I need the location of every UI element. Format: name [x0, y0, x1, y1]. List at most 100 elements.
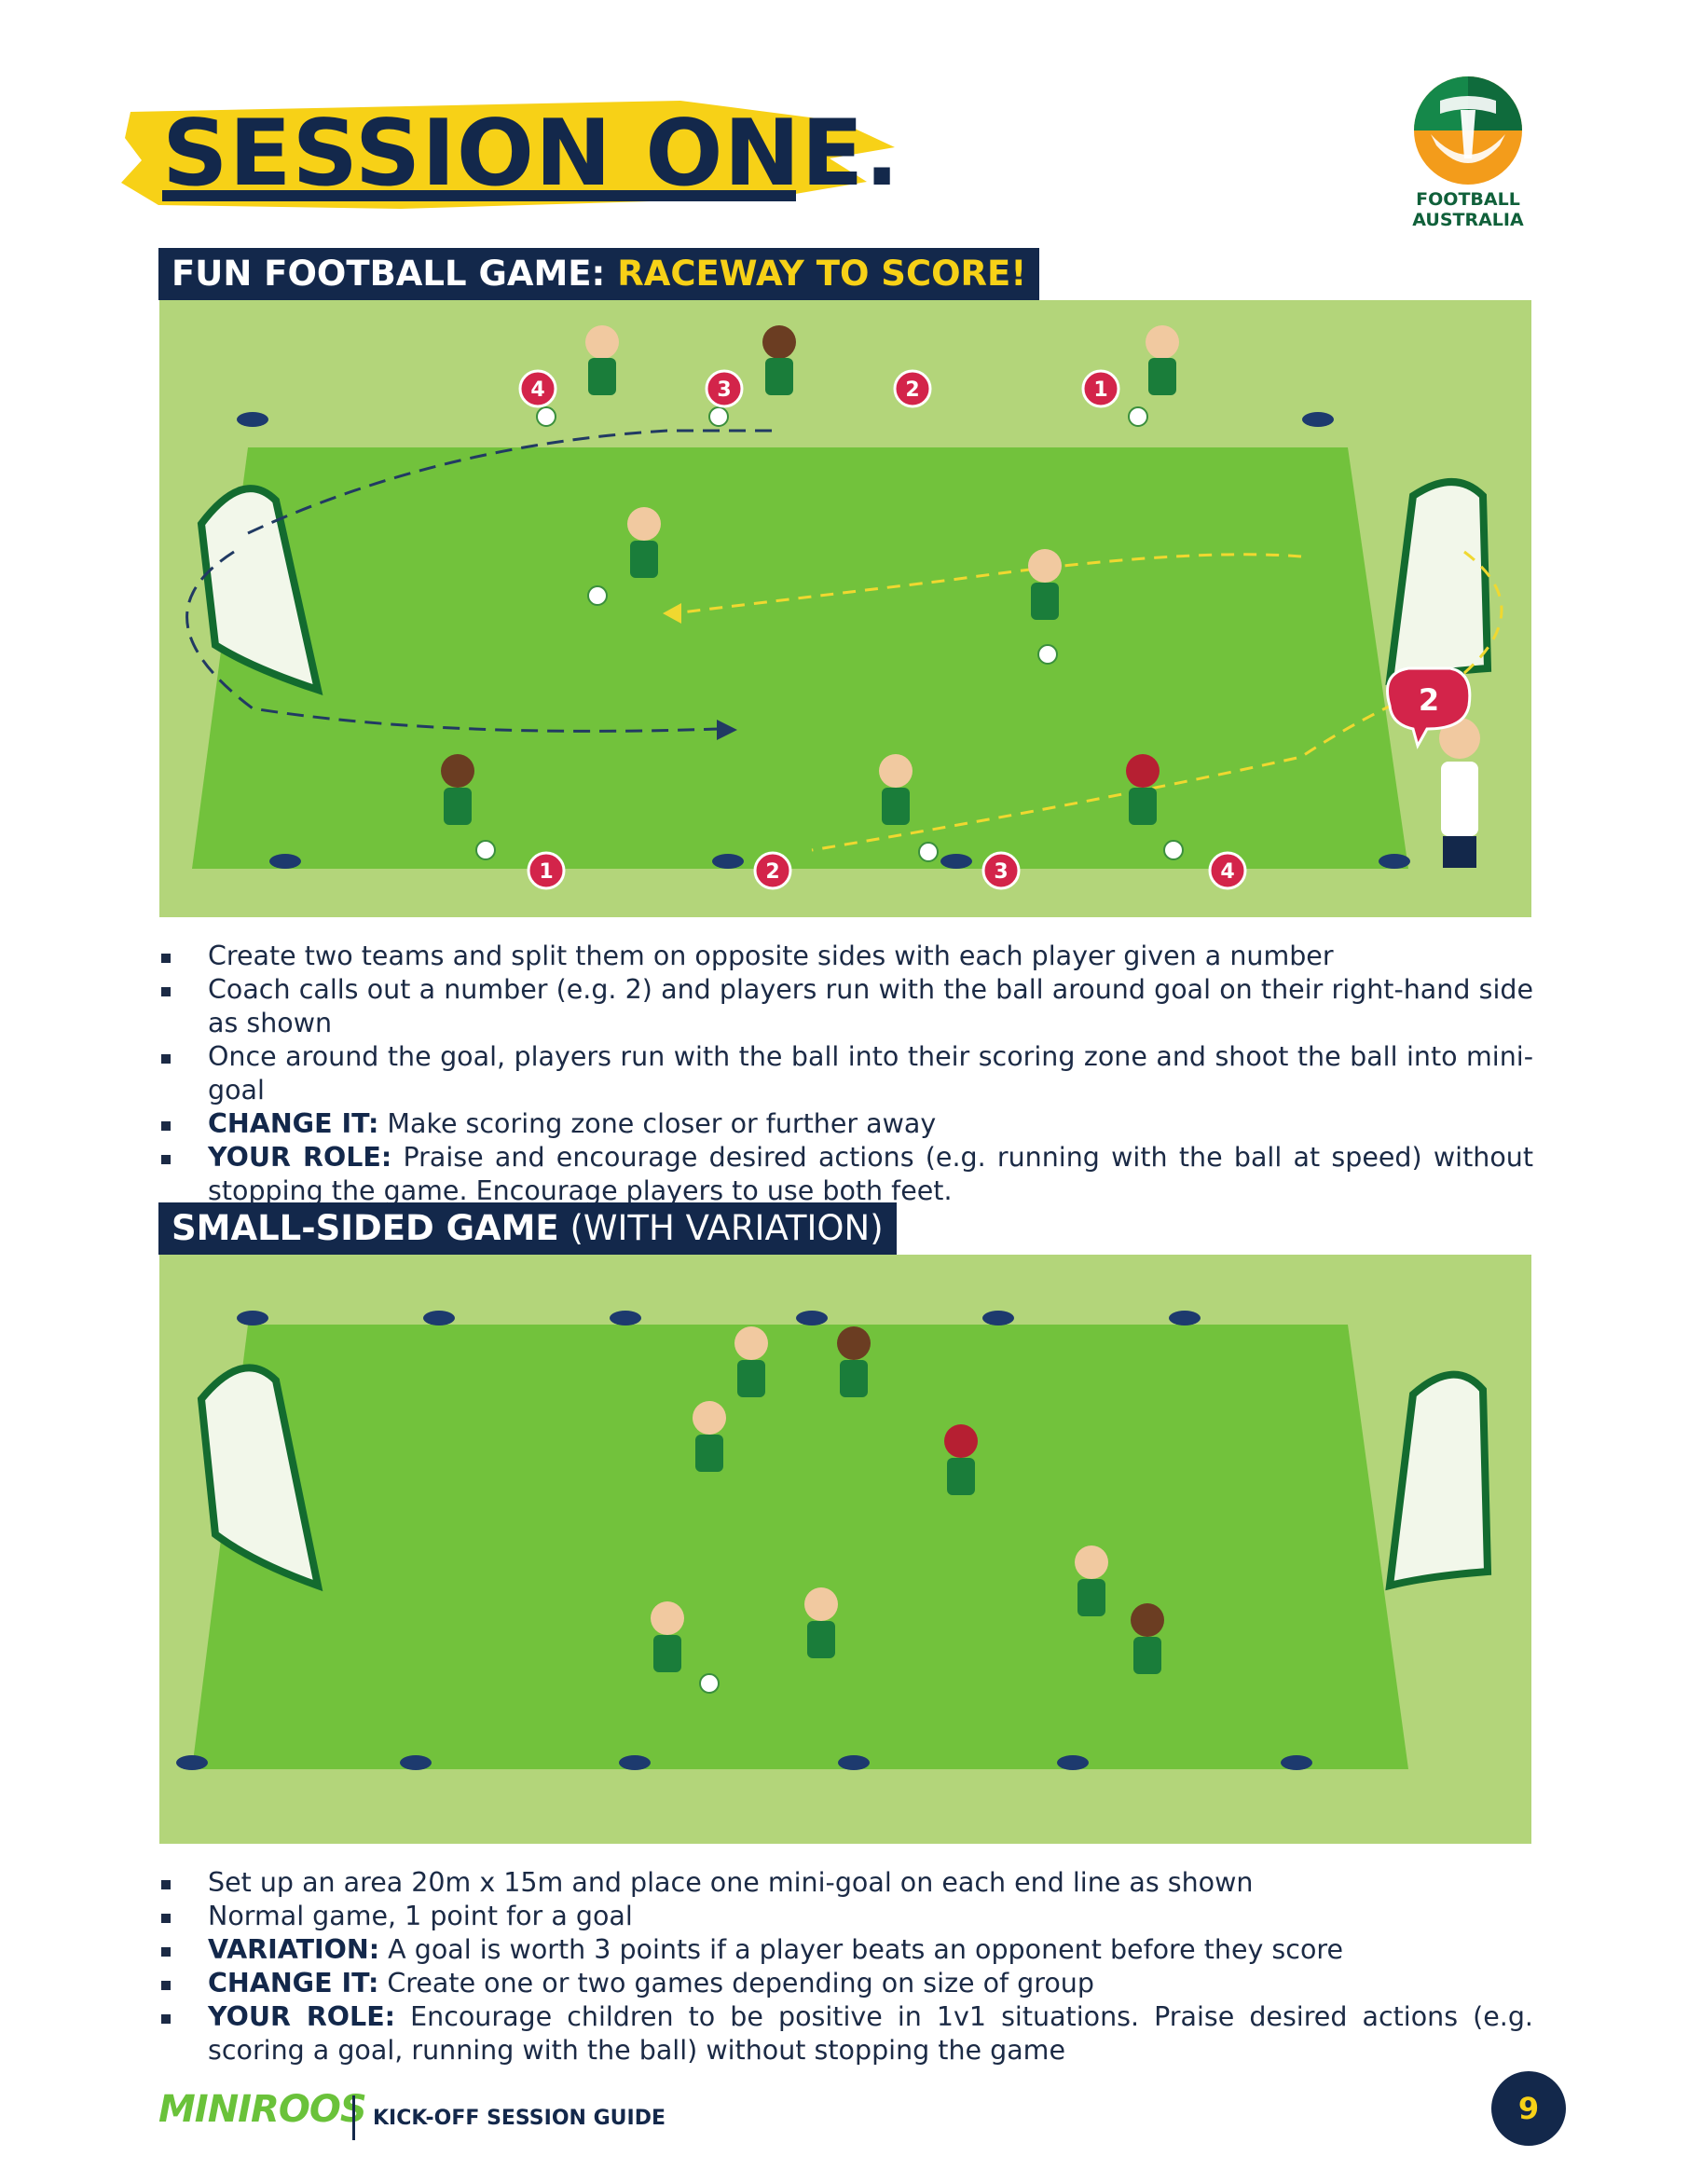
player-icon — [585, 325, 619, 395]
left-goal-icon — [197, 485, 323, 695]
cone-icon — [796, 1311, 828, 1326]
list-item: YOUR ROLE: Praise and encourage desired … — [158, 1141, 1533, 1208]
player-icon — [627, 507, 661, 578]
cone-icon — [423, 1311, 455, 1326]
small-sided-instructions: Set up an area 20m x 15m and place one m… — [158, 1866, 1533, 2067]
arrow-head-icon — [663, 603, 681, 624]
list-item: VARIATION: A goal is worth 3 points if a… — [158, 1933, 1533, 1967]
player-icon — [1075, 1545, 1108, 1616]
bottom-number-label: 1 — [539, 860, 553, 884]
top-number-label: 2 — [905, 378, 919, 402]
cone-icon — [400, 1755, 432, 1770]
player-icon — [1131, 1603, 1164, 1674]
player-icon — [1146, 325, 1179, 395]
football-australia-logo: FOOTBALL AUSTRALIA — [1403, 73, 1533, 240]
player-icon — [837, 1326, 871, 1397]
coach-call-label: 2 — [1419, 682, 1439, 718]
number-marker — [518, 369, 557, 408]
cone-icon — [982, 1311, 1014, 1326]
cone-icon — [237, 1311, 268, 1326]
cone-icon — [1281, 1755, 1312, 1770]
player-icon — [879, 754, 913, 825]
bottom-number-label: 2 — [765, 860, 779, 884]
cone-icon — [1057, 1755, 1089, 1770]
section-header-main: FUN FOOTBALL GAME: — [172, 254, 606, 294]
list-item: Create two teams and split them on oppos… — [158, 940, 1533, 973]
player-icon — [441, 754, 474, 825]
list-item: Normal game, 1 point for a goal — [158, 1900, 1533, 1933]
small-sided-pitch-svg — [176, 1311, 1492, 1770]
list-item: Coach calls out a number (e.g. 2) and pl… — [158, 973, 1533, 1040]
run-path-navy — [247, 429, 779, 535]
player-icon — [693, 1401, 726, 1472]
section-header-highlight: RACEWAY TO SCORE! — [617, 254, 1027, 294]
bottom-number-label: 4 — [1220, 860, 1234, 884]
number-markers — [518, 369, 1472, 890]
player-icon — [1028, 549, 1062, 620]
list-item: Set up an area 20m x 15m and place one m… — [158, 1866, 1533, 1900]
section-header-main: SMALL-SIDED GAME — [172, 1208, 559, 1248]
raceway-instructions: Create two teams and split them on oppos… — [158, 940, 1533, 1208]
cone-markers — [237, 412, 1410, 869]
number-marker — [1208, 851, 1247, 890]
cone-icon — [269, 854, 301, 869]
ball-icons — [699, 1673, 720, 1694]
small-sided-diagram — [159, 1255, 1531, 1844]
player-icon — [762, 325, 796, 395]
footer-guide-title: KICK-OFF SESSION GUIDE — [373, 2107, 666, 2130]
top-number-label: 1 — [1093, 378, 1107, 402]
raceway-diagram: 4 3 2 1 1 2 3 4 2 — [159, 300, 1531, 917]
top-number-label: 3 — [717, 378, 731, 402]
player-icon — [1126, 754, 1160, 825]
list-item: CHANGE IT: Create one or two games depen… — [158, 1967, 1533, 2000]
ball-emblem-icon — [1414, 76, 1522, 185]
page-title: SESSION ONE. — [162, 101, 900, 207]
coach-icon — [1439, 718, 1480, 868]
arrow-head-icon — [717, 720, 737, 740]
right-goal-icon — [1385, 1370, 1492, 1591]
logo-line-1: FOOTBALL — [1416, 189, 1520, 210]
player-figures — [441, 325, 1480, 868]
number-marker — [1081, 369, 1120, 408]
title-underline — [162, 190, 796, 201]
cone-icon — [1169, 1311, 1201, 1326]
cone-icon — [1302, 412, 1334, 427]
run-path-navy-return — [185, 550, 720, 733]
bottom-number-label: 3 — [994, 860, 1008, 884]
cone-icon — [619, 1755, 651, 1770]
playing-area — [192, 1325, 1408, 1769]
number-marker — [527, 851, 566, 890]
cone-icon — [237, 412, 268, 427]
list-item: CHANGE IT: Make scoring zone closer or f… — [158, 1107, 1533, 1141]
run-path-yellow-return — [811, 550, 1503, 852]
cone-icon — [838, 1755, 870, 1770]
number-marker — [893, 369, 932, 408]
page-title-block: SESSION ONE. — [121, 93, 904, 214]
cone-icon — [176, 1755, 208, 1770]
miniroos-logo: MINIROOS — [158, 2088, 367, 2131]
ball-icons — [475, 406, 1184, 862]
number-marker — [981, 851, 1021, 890]
page-number-badge: 9 — [1491, 2071, 1566, 2146]
player-icon — [804, 1587, 838, 1658]
number-marker — [705, 369, 744, 408]
raceway-pitch-svg: 4 3 2 1 1 2 3 4 2 — [185, 325, 1503, 890]
footer-separator — [352, 2095, 355, 2140]
player-icon — [651, 1601, 684, 1672]
player-figures — [651, 1326, 1164, 1674]
cone-icon — [610, 1311, 641, 1326]
list-item: Once around the goal, players run with t… — [158, 1040, 1533, 1107]
section-header-raceway: FUN FOOTBALL GAME: RACEWAY TO SCORE! — [158, 248, 1040, 300]
yellow-brush-stroke — [121, 101, 895, 209]
cone-icon — [712, 854, 744, 869]
speech-bubble-icon — [1386, 666, 1472, 749]
playing-area — [192, 447, 1408, 869]
logo-line-2: AUSTRALIA — [1412, 210, 1524, 230]
player-icon — [734, 1326, 768, 1397]
cone-icon — [940, 854, 972, 869]
section-header-sub: (WITH VARIATION) — [558, 1208, 884, 1248]
top-number-label: 4 — [530, 378, 544, 402]
left-goal-icon — [197, 1364, 323, 1592]
list-item: YOUR ROLE: Encourage children to be posi… — [158, 2000, 1533, 2067]
cone-icon — [1379, 854, 1410, 869]
